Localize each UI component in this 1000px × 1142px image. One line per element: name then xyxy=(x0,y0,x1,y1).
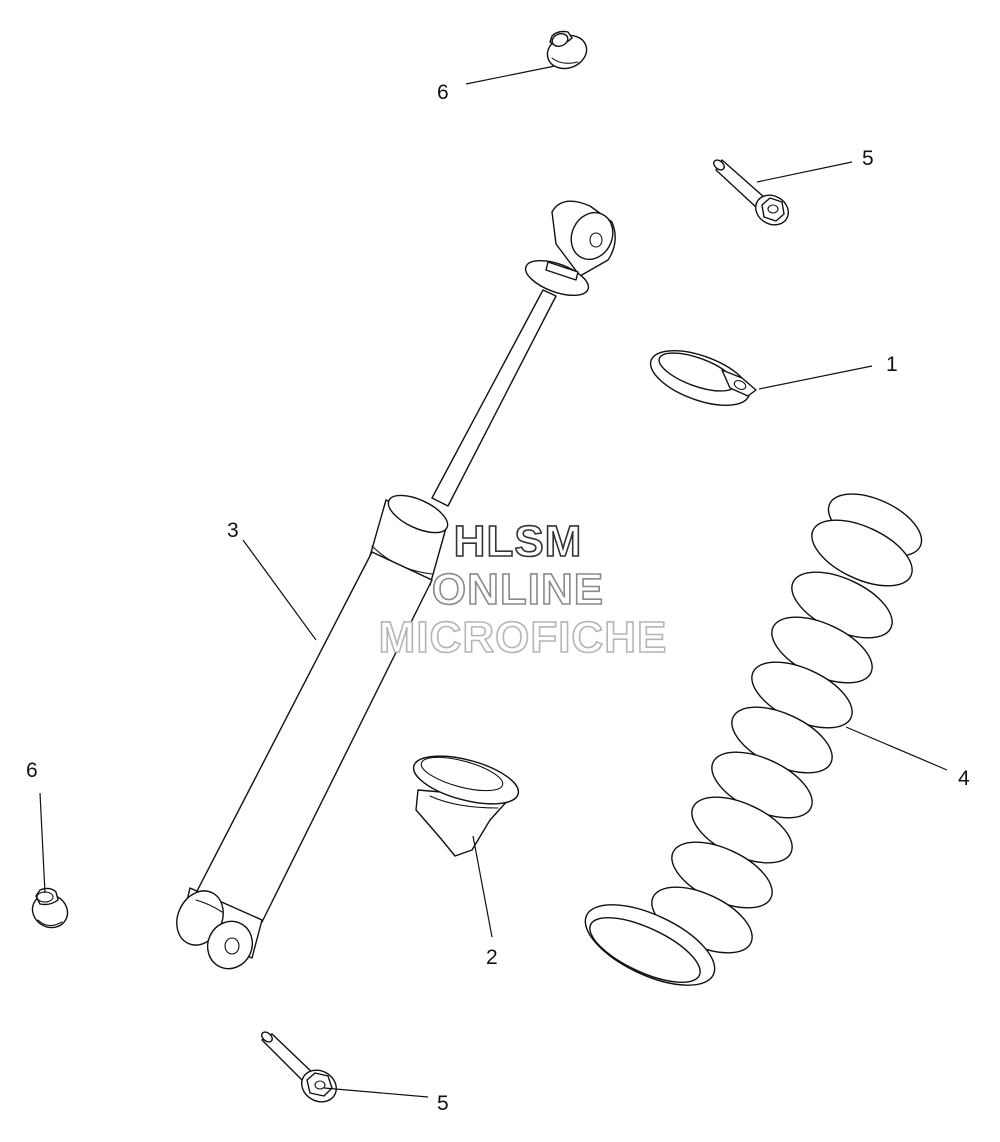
leader-line-6-top xyxy=(465,65,556,85)
spring-retainer xyxy=(649,350,757,406)
watermark-line-1: HLSM xyxy=(454,517,583,566)
callout-1: 1 xyxy=(886,353,898,376)
callout-5-bottom: 5 xyxy=(437,1092,449,1115)
shock-absorber xyxy=(176,200,616,970)
callout-5-top: 5 xyxy=(862,147,874,170)
watermark-line-3: MICROFICHE xyxy=(379,613,668,662)
callout-labels: 6 5 1 3 4 6 2 5 xyxy=(26,81,970,1115)
callout-6-top: 6 xyxy=(437,81,449,104)
leader-line-3 xyxy=(242,539,317,641)
leader-line-6-left xyxy=(39,792,46,894)
leader-line-2 xyxy=(472,835,493,938)
leader-line-5-top xyxy=(756,161,853,183)
flange-nut-left xyxy=(31,887,69,929)
leader-lines xyxy=(39,65,948,1098)
spring-seat xyxy=(412,755,520,857)
flange-bolt-bottom xyxy=(261,1031,337,1103)
watermark-line-2: ONLINE xyxy=(432,565,604,614)
callout-2: 2 xyxy=(486,946,498,969)
leader-line-5-bottom xyxy=(323,1087,429,1098)
coil-spring xyxy=(584,493,923,986)
watermark: HLSM ONLINE MICROFICHE xyxy=(378,516,668,663)
callout-4: 4 xyxy=(958,767,970,790)
callout-6-left: 6 xyxy=(26,759,38,782)
callout-3: 3 xyxy=(227,519,239,542)
flange-bolt-top xyxy=(713,159,790,226)
leader-line-1 xyxy=(758,365,873,390)
leader-line-4 xyxy=(845,726,948,771)
flange-nut-top xyxy=(546,30,588,70)
